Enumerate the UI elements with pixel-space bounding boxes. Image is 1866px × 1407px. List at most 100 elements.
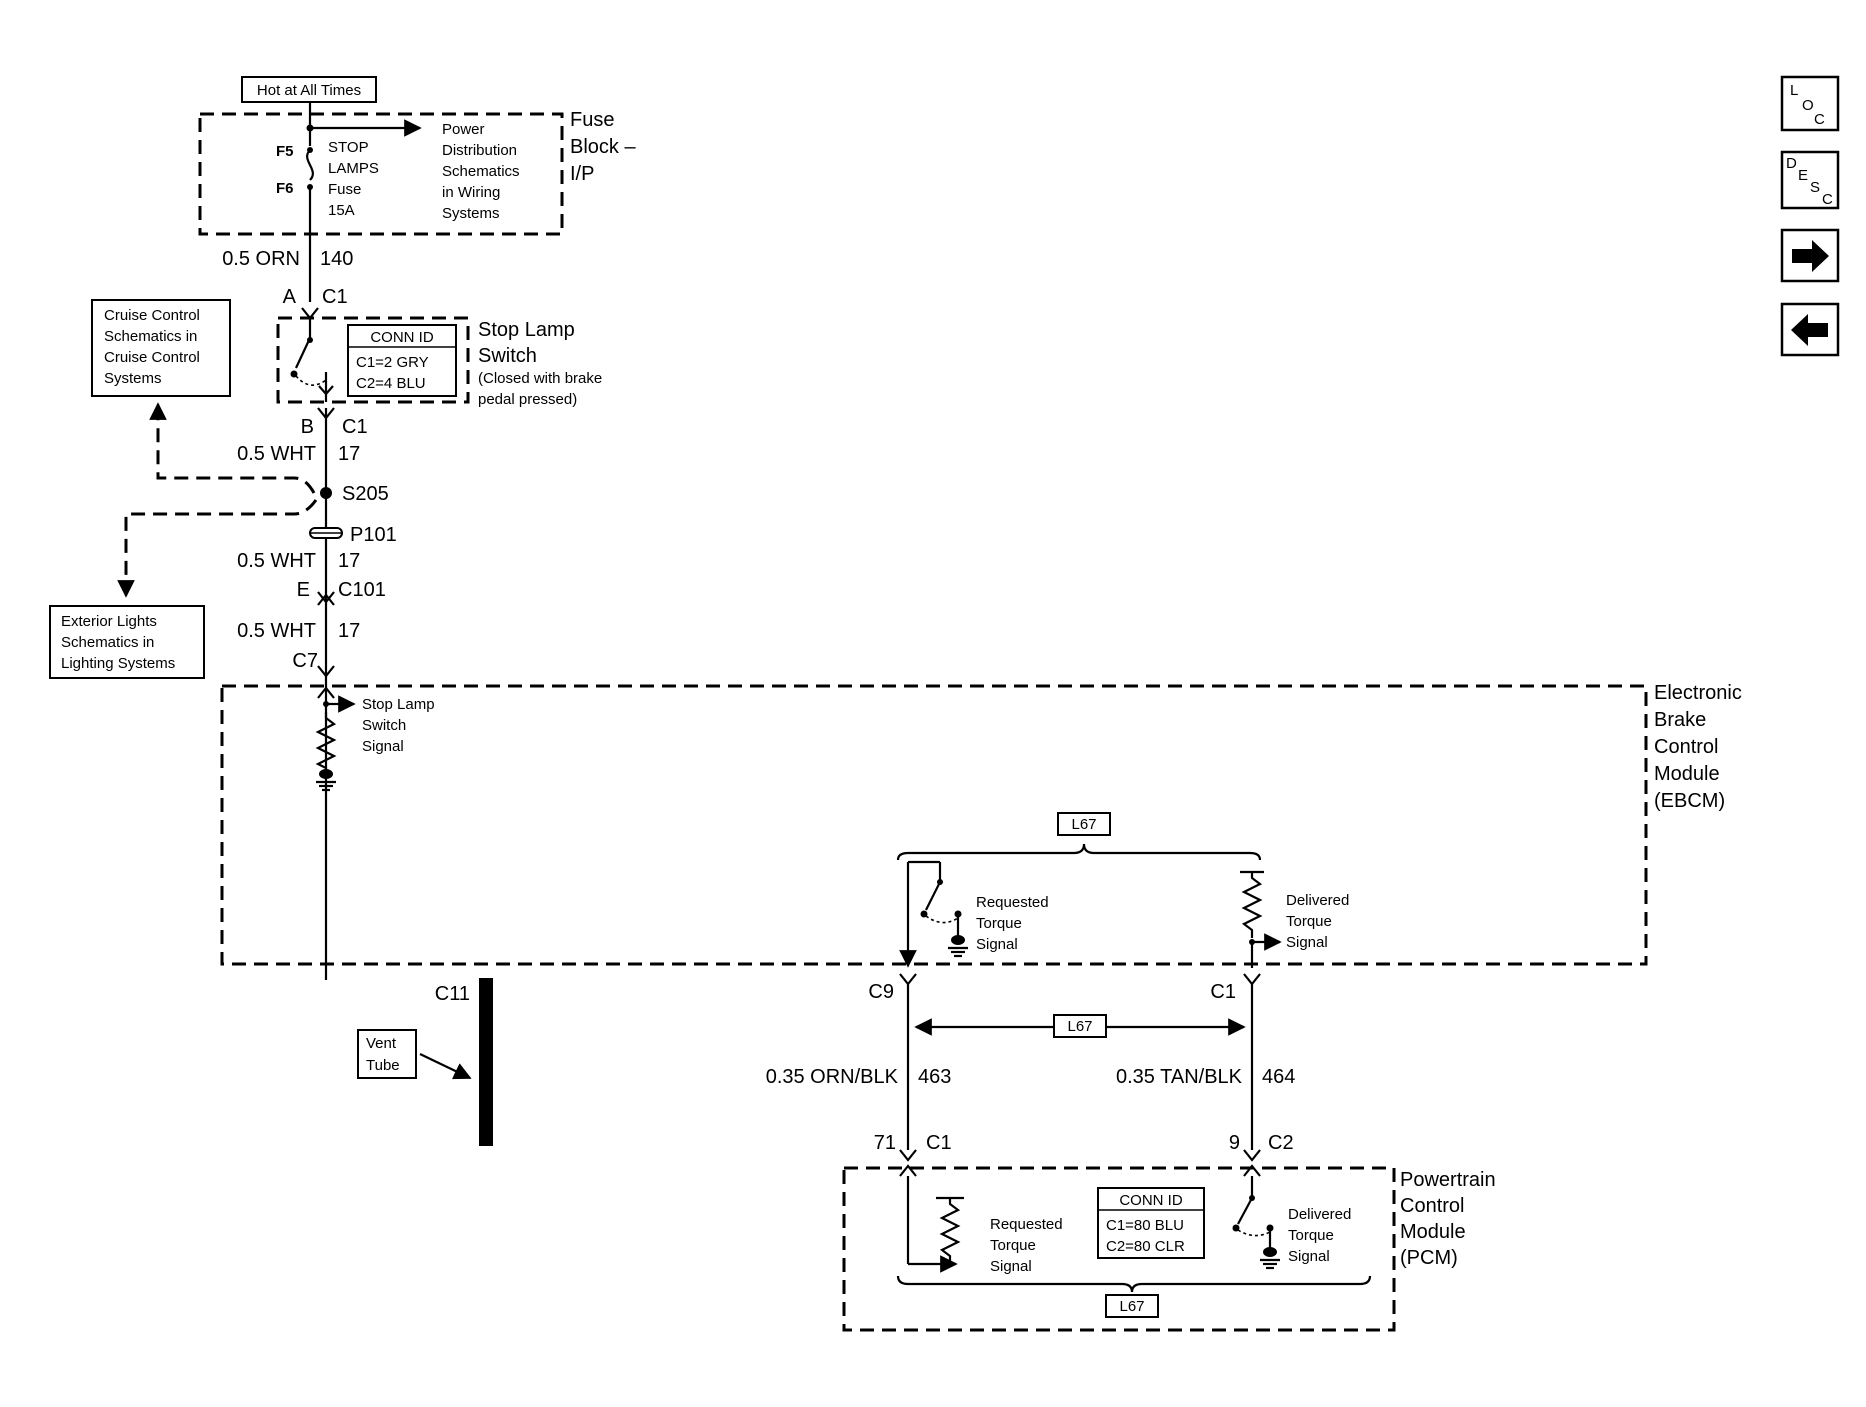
power-ref-4: in Wiring — [442, 184, 500, 201]
fuse-symbol — [306, 149, 314, 181]
svg-text:O: O — [1802, 97, 1814, 114]
hot-tag-text: Hot at All Times — [257, 82, 361, 99]
vent-label-1: Vent — [366, 1035, 397, 1052]
exterior-ref-1: Exterior Lights — [61, 613, 157, 630]
desc-button[interactable]: D E S C — [1780, 150, 1840, 210]
back-button[interactable] — [1780, 302, 1840, 357]
ground-symbol — [316, 769, 336, 792]
svg-text:L: L — [1790, 82, 1798, 99]
ebcm-title-3: Control — [1654, 736, 1718, 758]
desc-icon: D E S C — [1786, 155, 1833, 208]
stop-lamp-switch-title-1: Stop Lamp — [478, 319, 575, 341]
ebcm-conn-c1: C1 — [1210, 981, 1236, 1003]
switch-top-pin: A — [283, 286, 297, 308]
ebcm-requested-1: Requested — [976, 894, 1049, 911]
pcm-title-3: Module — [1400, 1221, 1466, 1243]
pcm-connid-1: C1=80 BLU — [1106, 1217, 1184, 1234]
stop-signal-2: Switch — [362, 717, 406, 734]
ebcm-requested-3: Signal — [976, 936, 1018, 953]
ebcm-title-1: Electronic — [1654, 682, 1742, 704]
ebcm-title-5: (EBCM) — [1654, 790, 1725, 812]
vent-conn: C11 — [435, 983, 470, 1005]
power-ref-3: Schematics — [442, 163, 520, 180]
fuse-block-title-3: I/P — [570, 163, 594, 185]
ebcm-conn-c9: C9 — [868, 981, 894, 1003]
splice-s205 — [320, 487, 332, 499]
loc-button[interactable]: L O C — [1780, 75, 1840, 132]
pcm-requested-2: Torque — [990, 1237, 1036, 1254]
pcm-delivered-2: Torque — [1288, 1227, 1334, 1244]
wire-464-gauge: 0.35 TAN/BLK — [1116, 1066, 1243, 1088]
ebcm-requested-2: Torque — [976, 915, 1022, 932]
pcm-title-2: Control — [1400, 1195, 1464, 1217]
fuse-pin-f5: F5 — [276, 143, 294, 160]
exterior-ref-3: Lighting Systems — [61, 655, 175, 672]
ebcm-delivered-2: Torque — [1286, 913, 1332, 930]
cruise-control-reference[interactable]: Cruise Control Schematics in Cruise Cont… — [91, 299, 231, 397]
pcm-requested-1: Requested — [990, 1216, 1063, 1233]
vent-label-2: Tube — [366, 1057, 400, 1074]
power-ref-2: Distribution — [442, 142, 517, 159]
wire-orn-gauge: 0.5 ORN — [222, 248, 300, 270]
pcm-conn-c1: C1 — [926, 1132, 952, 1154]
fuse-block-title-2: Block – — [570, 136, 636, 158]
pcm-option-tag: L67 — [1119, 1298, 1144, 1315]
fuse-label-1: STOP — [328, 139, 369, 156]
svg-text:C: C — [1822, 191, 1833, 208]
pcm-connid-2: C2=80 CLR — [1106, 1238, 1185, 1255]
fuse-pin-f6: F6 — [276, 180, 294, 197]
stop-signal-resistor — [315, 712, 337, 774]
wire-wht-3-gauge: 0.5 WHT — [237, 620, 316, 642]
wire-orn-circuit: 140 — [320, 248, 353, 270]
svg-text:E: E — [1798, 167, 1808, 184]
pcm-connid-title: CONN ID — [1119, 1192, 1183, 1209]
splice-label: S205 — [342, 483, 389, 505]
passthrough-label: P101 — [350, 524, 397, 546]
wire-wht-3-circuit: 17 — [338, 620, 360, 642]
fuse-label-4: 15A — [328, 202, 355, 219]
pcm-delivered-3: Signal — [1288, 1248, 1330, 1265]
stop-lamp-switch-title-2: Switch — [478, 345, 537, 367]
pcm-pin-71: 71 — [874, 1132, 896, 1154]
ebcm-delivered-1: Delivered — [1286, 892, 1349, 909]
passthrough-p101 — [309, 527, 343, 539]
switch-connid-1: C1=2 GRY — [356, 354, 429, 371]
switch-bottom-pin: B — [301, 416, 314, 438]
wire-463-gauge: 0.35 ORN/BLK — [766, 1066, 899, 1088]
stop-signal-1: Stop Lamp — [362, 696, 435, 713]
wire-wht-1-gauge: 0.5 WHT — [237, 443, 316, 465]
pcm-title-1: Powertrain — [1400, 1169, 1496, 1191]
next-button[interactable] — [1780, 228, 1840, 283]
pcm-pin-9: 9 — [1229, 1132, 1240, 1154]
pcm-delivered-1: Delivered — [1288, 1206, 1351, 1223]
arrow-right-icon — [1792, 240, 1829, 272]
wire-wht-1-circuit: 17 — [338, 443, 360, 465]
ebcm-delivered-3: Signal — [1286, 934, 1328, 951]
stop-signal-3: Signal — [362, 738, 404, 755]
cruise-ref-3: Cruise Control — [104, 349, 200, 366]
wire-wht-2-gauge: 0.5 WHT — [237, 550, 316, 572]
ebcm-title-2: Brake — [1654, 709, 1706, 731]
power-ref-1: Power — [442, 121, 485, 138]
wire-463-circuit: 463 — [918, 1066, 951, 1088]
hot-at-all-times-tag: Hot at All Times — [241, 76, 377, 103]
arrow-left-icon — [1791, 314, 1828, 346]
stop-lamp-switch-note-2: pedal pressed) — [478, 391, 577, 408]
exterior-lights-reference[interactable]: Exterior Lights Schematics in Lighting S… — [49, 605, 205, 679]
switch-contact — [295, 337, 311, 369]
pcm-title-4: (PCM) — [1400, 1247, 1458, 1269]
stop-lamp-switch: CONN ID C1=2 GRY C2=4 BLU — [276, 307, 470, 404]
fuse-label-2: LAMPS — [328, 160, 379, 177]
power-ref-5: Systems — [442, 205, 500, 222]
ebcm-title-4: Module — [1654, 763, 1720, 785]
exterior-ref-2: Schematics in — [61, 634, 154, 651]
svg-text:S: S — [1810, 179, 1820, 196]
wire-wht-2-circuit: 17 — [338, 550, 360, 572]
switch-connid-title: CONN ID — [370, 329, 434, 346]
c101-label: C101 — [338, 579, 386, 601]
switch-top-conn: C1 — [322, 286, 348, 308]
vent-tube-label: Vent Tube — [357, 1029, 417, 1079]
svg-text:D: D — [1786, 155, 1797, 172]
fuse-label-3: Fuse — [328, 181, 361, 198]
switch-connid-2: C2=4 BLU — [356, 375, 426, 392]
